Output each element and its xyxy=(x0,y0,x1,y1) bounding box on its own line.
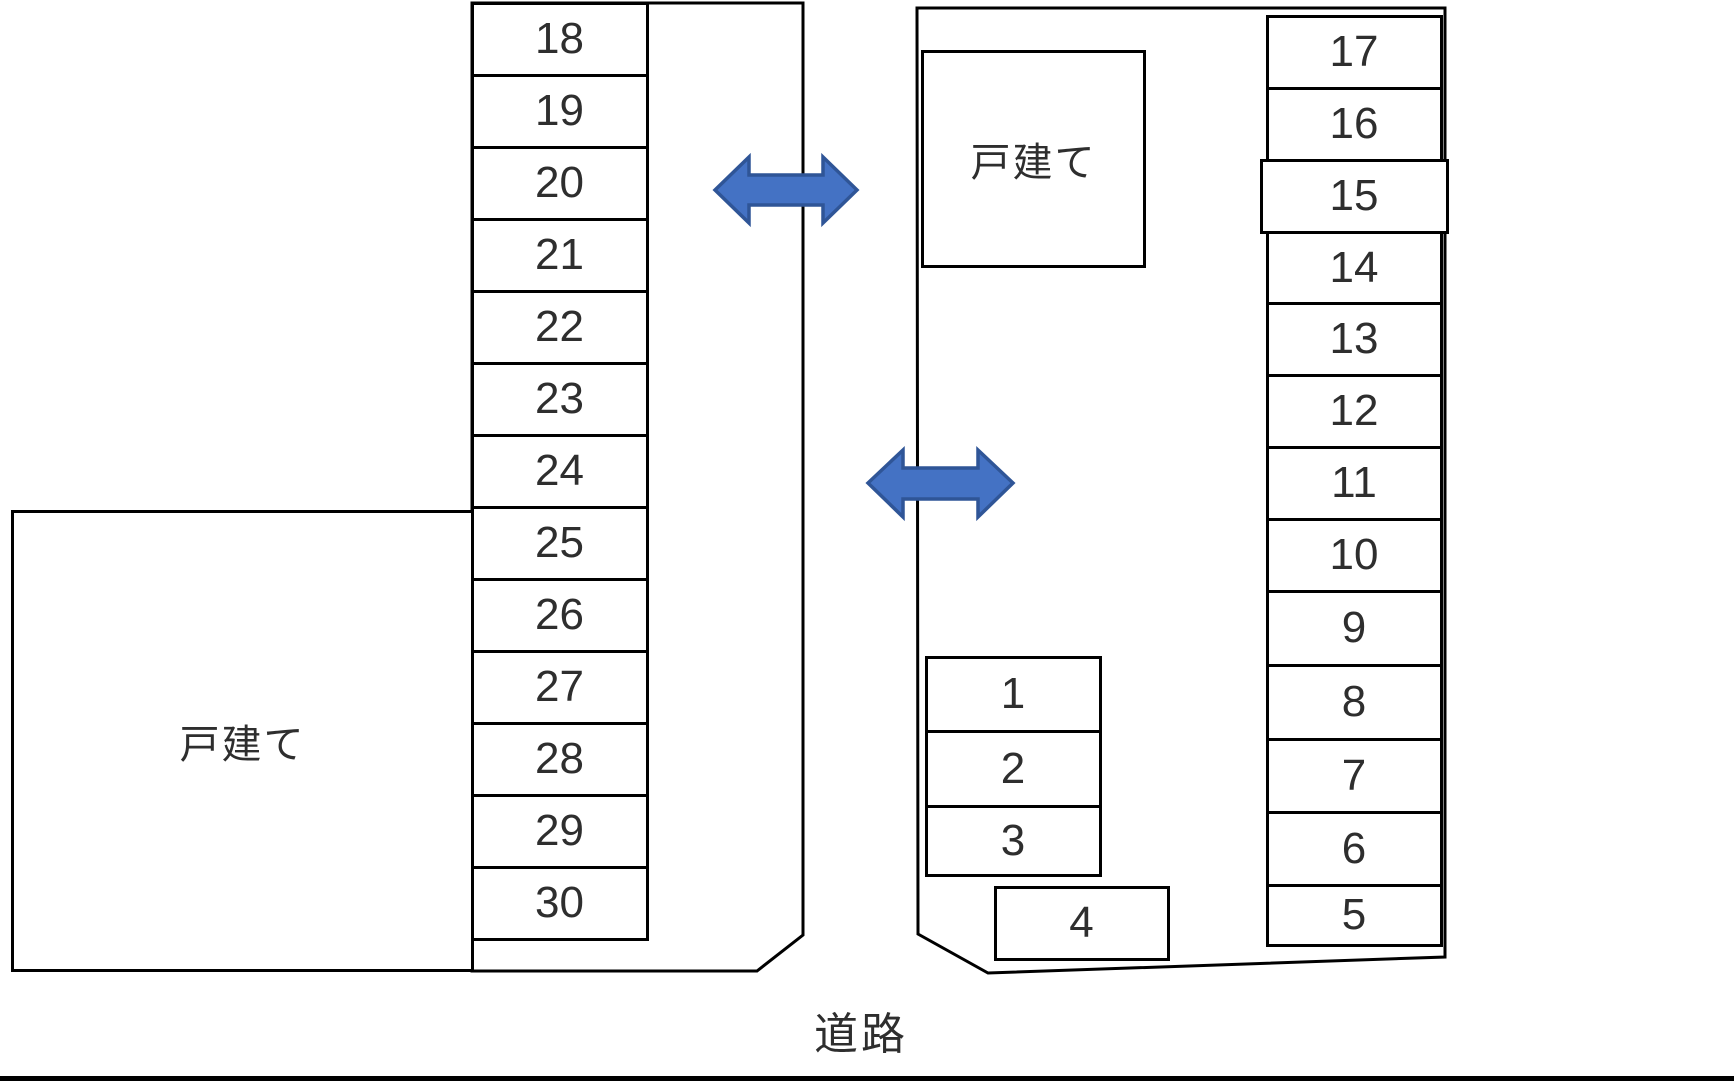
parking-space-number: 4 xyxy=(1069,898,1094,947)
parking-space-number: 20 xyxy=(535,158,584,207)
parking-space-30: 30 xyxy=(470,865,649,941)
parking-space-9: 9 xyxy=(1265,589,1443,667)
parking-space-17: 17 xyxy=(1265,14,1443,90)
parking-space-14: 14 xyxy=(1265,230,1443,305)
parking-space-number: 17 xyxy=(1329,27,1379,76)
parking-space-number: 6 xyxy=(1341,823,1367,873)
parking-space-number: 19 xyxy=(535,86,584,135)
parking-space-18: 18 xyxy=(470,1,649,77)
parking-space-number: 23 xyxy=(535,374,584,423)
road-label: 道路 xyxy=(814,1010,908,1059)
parking-space-5: 5 xyxy=(1265,883,1443,947)
road-edge-line xyxy=(0,1076,1734,1081)
parking-space-number: 21 xyxy=(535,230,584,279)
parking-space-29: 29 xyxy=(470,793,649,869)
parking-space-15: 15 xyxy=(1259,158,1449,234)
parking-space-number: 25 xyxy=(535,518,584,567)
parking-space-4: 4 xyxy=(993,885,1170,961)
parking-space-number: 29 xyxy=(535,806,584,855)
entrance-arrow-left-icon xyxy=(712,152,860,228)
parking-space-24: 24 xyxy=(470,433,649,509)
parking-space-number: 12 xyxy=(1329,386,1379,435)
parking-space-26: 26 xyxy=(470,577,649,653)
parking-space-22: 22 xyxy=(470,289,649,365)
house-left: 戸建て xyxy=(11,510,474,972)
parking-space-20: 20 xyxy=(470,145,649,221)
parking-space-number: 2 xyxy=(1000,743,1026,793)
parking-space-number: 28 xyxy=(535,734,584,783)
parking-space-27: 27 xyxy=(470,649,649,725)
parking-space-1: 1 xyxy=(924,655,1102,733)
parking-space-13: 13 xyxy=(1265,301,1443,377)
parking-space-number: 1 xyxy=(1000,669,1026,718)
entrance-arrow-right-icon xyxy=(865,445,1016,522)
parking-space-23: 23 xyxy=(470,361,649,437)
parking-space-number: 18 xyxy=(535,14,584,63)
parking-space-10: 10 xyxy=(1265,517,1443,593)
parking-space-number: 11 xyxy=(1331,458,1377,507)
parking-space-number: 24 xyxy=(535,446,584,495)
parking-space-11: 11 xyxy=(1265,445,1443,521)
parking-space-12: 12 xyxy=(1265,373,1443,449)
house-left-label: 戸建て xyxy=(179,723,306,767)
right-lot-outline xyxy=(915,6,1447,975)
parking-space-number: 9 xyxy=(1341,603,1367,652)
house-right: 戸建て xyxy=(921,50,1146,268)
parking-space-2: 2 xyxy=(924,729,1102,808)
parking-space-number: 3 xyxy=(1000,815,1026,865)
parking-space-21: 21 xyxy=(470,217,649,293)
parking-space-number: 15 xyxy=(1329,171,1379,220)
parking-space-19: 19 xyxy=(470,73,649,149)
parking-space-7: 7 xyxy=(1265,737,1443,814)
parking-space-number: 5 xyxy=(1341,890,1367,939)
parking-space-number: 14 xyxy=(1329,242,1379,292)
house-right-label: 戸建て xyxy=(970,141,1097,185)
parking-space-25: 25 xyxy=(470,505,649,581)
parking-space-number: 7 xyxy=(1341,750,1367,800)
parking-space-number: 22 xyxy=(535,302,584,351)
parking-space-3: 3 xyxy=(924,804,1102,877)
parking-space-number: 27 xyxy=(535,662,584,711)
parking-space-number: 26 xyxy=(535,590,584,639)
parking-space-number: 30 xyxy=(535,878,584,927)
parking-space-6: 6 xyxy=(1265,810,1443,887)
parking-space-number: 13 xyxy=(1329,314,1379,363)
parking-space-number: 16 xyxy=(1329,99,1379,148)
parking-space-number: 8 xyxy=(1341,677,1367,726)
parking-space-number: 10 xyxy=(1329,530,1379,579)
parking-space-8: 8 xyxy=(1265,663,1443,741)
parking-space-16: 16 xyxy=(1265,86,1443,162)
parking-space-28: 28 xyxy=(470,721,649,797)
